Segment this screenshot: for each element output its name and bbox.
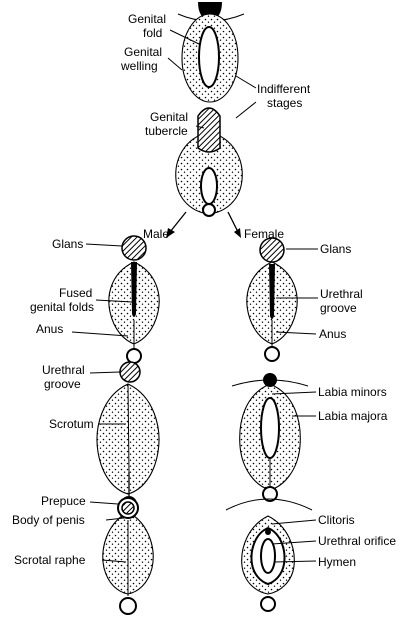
indifferent-stages-label-2: stages [267, 96, 302, 110]
male-stage-3-figure [102, 497, 154, 615]
genital-welling-label-1: Genital [124, 45, 162, 59]
anus-male-label: Anus [36, 322, 63, 336]
fused-genital-folds-label-2: genital folds [30, 300, 94, 314]
female-heading: Female [244, 227, 284, 241]
indifferent-stages-label-1: Indifferent [257, 82, 311, 96]
scrotal-raphe-label: Scrotal raphe [14, 553, 86, 567]
male-branch-arrow [166, 211, 187, 238]
urethral-groove-male-label-2: groove [44, 377, 81, 391]
female-stage-2-figure [231, 373, 309, 502]
urethral-groove-female-label-1: Urethral [320, 287, 363, 301]
labia-majora-label: Labia majora [318, 409, 388, 423]
body-of-penis-label: Body of penis [12, 513, 85, 527]
male-heading: Male [143, 227, 169, 241]
urethral-orifice-label: Urethral orifice [318, 534, 396, 548]
prepuce-label: Prepuce [41, 494, 86, 508]
scrotum-label: Scrotum [49, 417, 94, 431]
indifferent-stage-1-figure [177, 2, 245, 103]
urethral-groove-male-label-1: Urethral [42, 363, 85, 377]
leader-lines [71, 29, 318, 563]
urethral-groove-female-label-2: groove [320, 301, 357, 315]
female-stage-1-figure [246, 237, 298, 362]
genital-tubercle-label-1: Genital [150, 110, 188, 124]
labia-minors-label: Labia minors [318, 385, 387, 399]
hymen-label: Hymen [318, 555, 356, 569]
genital-fold-label-2: fold [143, 26, 162, 40]
male-stage-2-figure [96, 361, 160, 512]
genital-welling-label-2: welling [120, 59, 158, 73]
fused-genital-folds-label-1: Fused [59, 286, 92, 300]
indifferent-stage-2-figure [175, 107, 243, 217]
genital-tubercle-label-2: tubercle [145, 124, 188, 138]
anus-female-label: Anus [319, 327, 346, 341]
glans-male-label: Glans [52, 237, 83, 251]
genital-fold-label-1: Genital [128, 12, 166, 26]
glans-female-label: Glans [320, 242, 351, 256]
clitoris-label: Clitoris [318, 513, 355, 527]
female-branch-arrow [227, 211, 241, 238]
female-stage-3-figure [225, 498, 313, 612]
male-stage-1-figure [108, 235, 160, 364]
